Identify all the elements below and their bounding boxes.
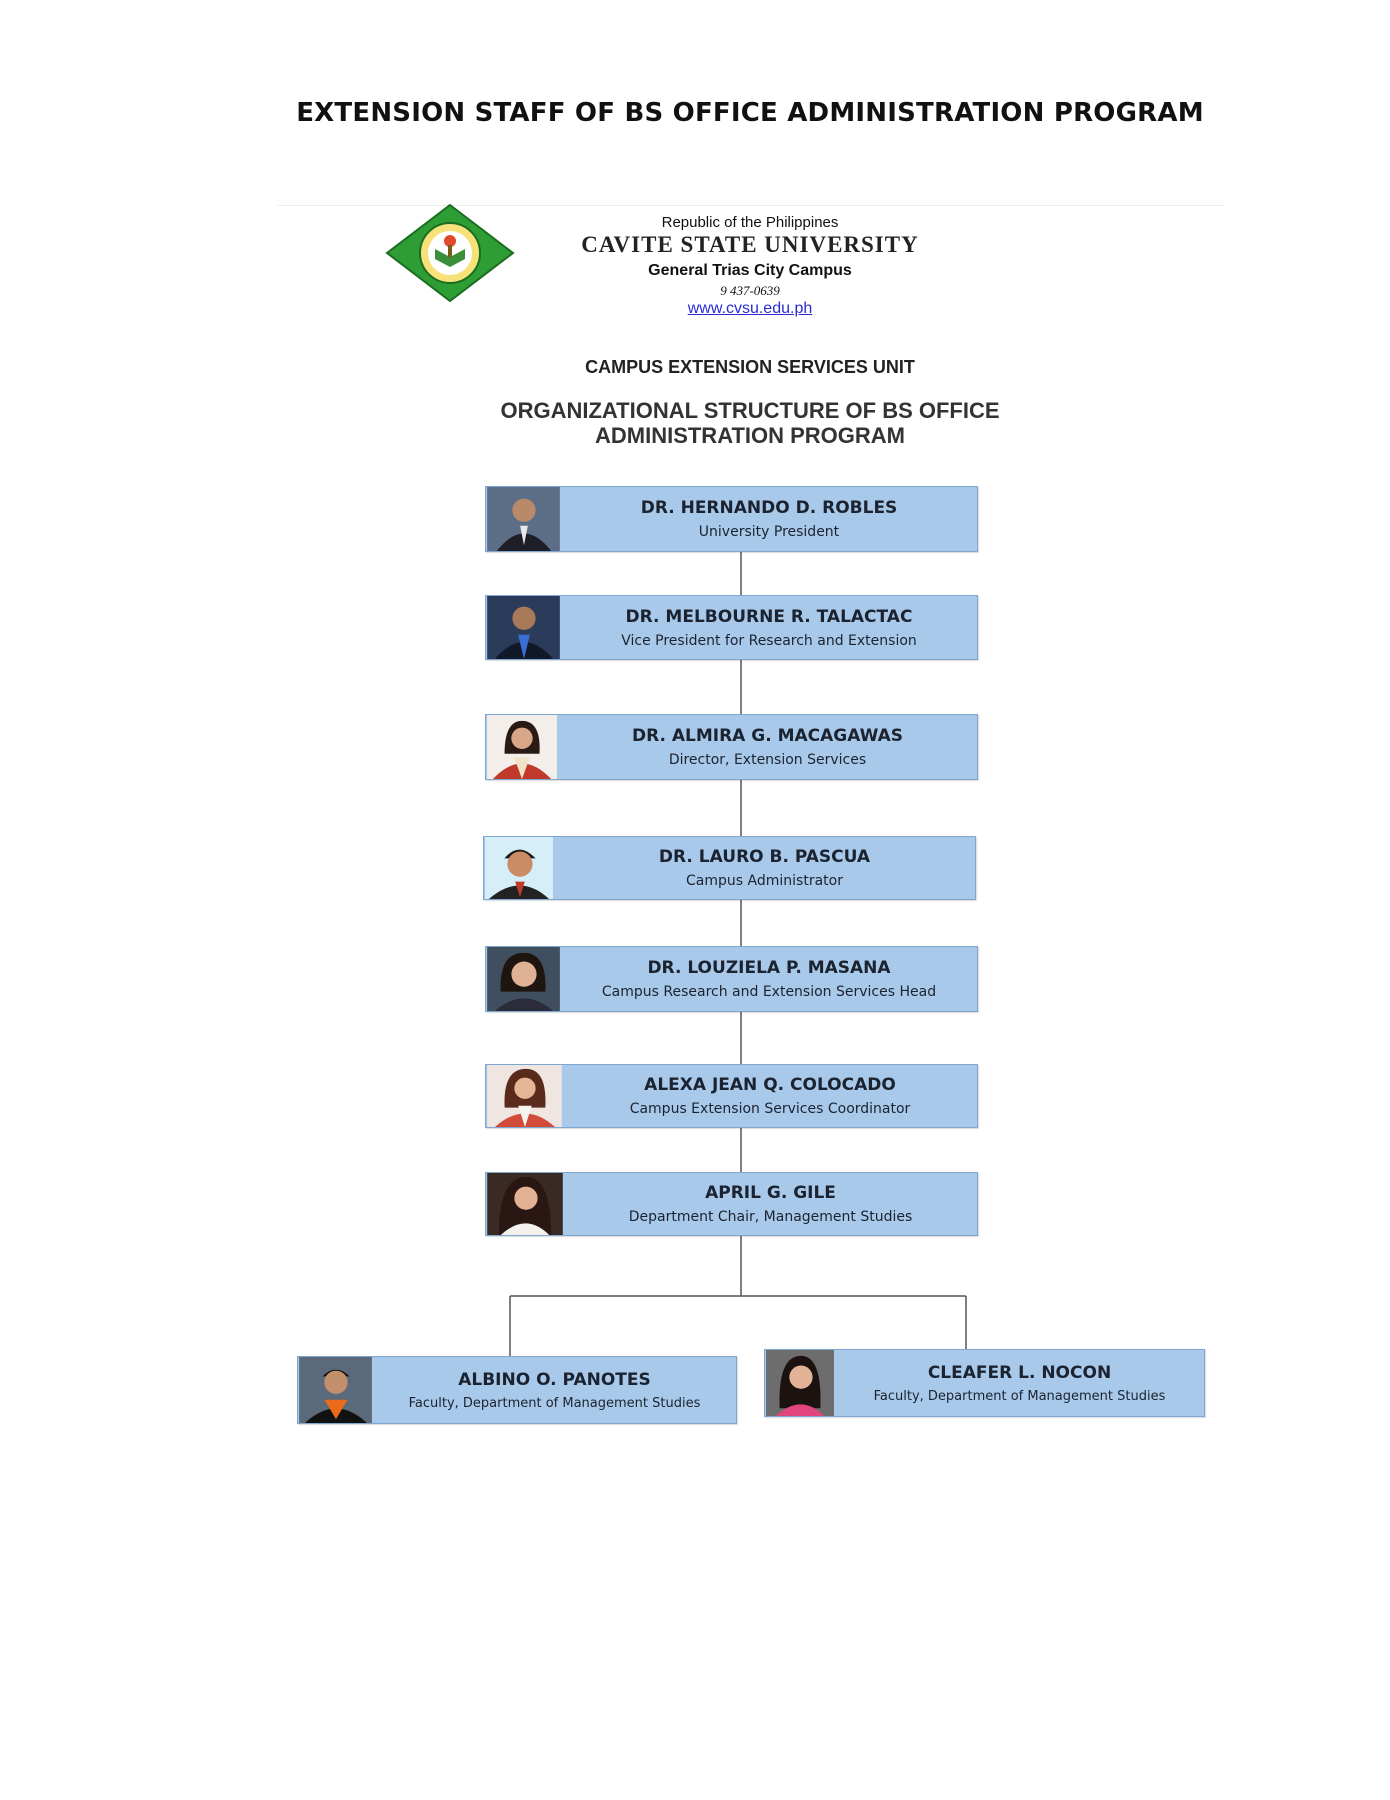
staff-role: Faculty, Department of Management Studie… (873, 1388, 1166, 1404)
staff-role: Campus Extension Services Coordinator (629, 1101, 911, 1117)
staff-role: Vice President for Research and Extensio… (621, 632, 917, 649)
letterhead-republic: Republic of the Philippines (661, 214, 839, 231)
staff-name: ALBINO O. PANOTES (458, 1369, 651, 1390)
person-photo-icon (484, 837, 554, 899)
staff-name: DR. LOUZIELA P. MASANA (647, 958, 891, 978)
org-node-research-extension-head: DR. LOUZIELA P. MASANA Campus Research a… (485, 946, 978, 1012)
university-seal-logo (385, 203, 515, 303)
staff-name: DR. MELBOURNE R. TALACTAC (625, 606, 913, 627)
letterhead-divider (278, 205, 1223, 206)
letterhead-phone: 9 437-0639 (720, 283, 780, 298)
letterhead-campus: General Trias City Campus (648, 262, 852, 279)
staff-role: University President (698, 524, 840, 540)
person-photo-icon (486, 1065, 563, 1127)
staff-role: Director, Extension Services (668, 752, 867, 768)
org-node-extension-coordinator: ALEXA JEAN Q. COLOCADO Campus Extension … (485, 1064, 978, 1128)
staff-name: DR. HERNANDO D. ROBLES (640, 498, 898, 518)
staff-role: Campus Research and Extension Services H… (601, 984, 937, 1000)
staff-role: Department Chair, Management Studies (628, 1209, 913, 1225)
person-photo-icon (486, 596, 561, 659)
org-node-campus-administrator: DR. LAURO B. PASCUA Campus Administrator (483, 836, 976, 900)
person-photo-icon (486, 487, 561, 551)
staff-name: ALEXA JEAN Q. COLOCADO (644, 1075, 896, 1095)
staff-name: DR. LAURO B. PASCUA (658, 847, 871, 867)
org-title-line-2: ADMINISTRATION PROGRAM (594, 423, 906, 448)
org-node-director-extension: DR. ALMIRA G. MACAGAWAS Director, Extens… (485, 714, 978, 780)
letterhead-url-link[interactable]: www.cvsu.edu.ph (687, 300, 813, 317)
staff-name: APRIL G. GILE (705, 1183, 836, 1203)
person-photo-icon (765, 1350, 835, 1416)
org-structure-title: ORGANIZATIONAL STRUCTURE OF BS OFFICE AD… (460, 398, 1040, 448)
staff-name: CLEAFER L. NOCON (927, 1362, 1112, 1383)
staff-name: DR. ALMIRA G. MACAGAWAS (631, 726, 904, 746)
org-node-department-chair: APRIL G. GILE Department Chair, Manageme… (485, 1172, 978, 1236)
person-photo-icon (486, 1173, 564, 1235)
org-node-faculty-right: CLEAFER L. NOCON Faculty, Department of … (764, 1349, 1205, 1417)
letterhead-university: CAVITE STATE UNIVERSITY (581, 232, 919, 257)
org-node-university-president: DR. HERNANDO D. ROBLES University Presid… (485, 486, 978, 552)
person-photo-icon (486, 947, 561, 1011)
person-photo-icon (298, 1357, 373, 1423)
org-node-faculty-left: ALBINO O. PANOTES Faculty, Department of… (297, 1356, 737, 1424)
unit-title: CAMPUS EXTENSION SERVICES UNIT (585, 357, 915, 377)
org-title-line-1: ORGANIZATIONAL STRUCTURE OF BS OFFICE (500, 398, 1000, 423)
org-node-vp-research-extension: DR. MELBOURNE R. TALACTAC Vice President… (485, 595, 978, 660)
page-title: EXTENSION STAFF OF BS OFFICE ADMINISTRAT… (296, 98, 1204, 128)
staff-role: Campus Administrator (686, 873, 843, 889)
person-photo-icon (486, 715, 558, 779)
staff-role: Faculty, Department of Management Studie… (408, 1395, 701, 1411)
